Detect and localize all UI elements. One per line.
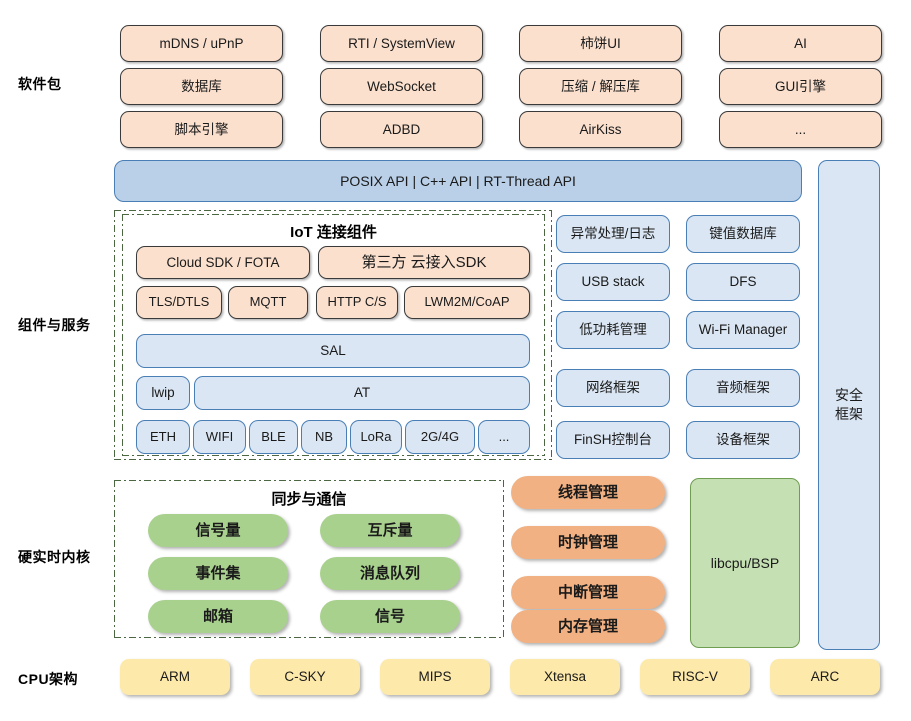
link-chip[interactable]: ETH <box>136 420 190 454</box>
package-chip[interactable]: 脚本引擎 <box>120 111 283 148</box>
link-chip[interactable]: ... <box>478 420 530 454</box>
iot-group-title: IoT 连接组件 <box>290 224 377 241</box>
cpu-arch-chip[interactable]: MIPS <box>380 659 490 695</box>
at-chip[interactable]: AT <box>194 376 530 410</box>
sync-chip[interactable]: 互斥量 <box>320 514 460 547</box>
iot-sdk-chip[interactable]: 第三方 云接入SDK <box>318 246 530 279</box>
security-framework-label-line2: 框架 <box>835 406 863 422</box>
kernel-manager-chip[interactable]: 内存管理 <box>511 610 665 643</box>
package-chip[interactable]: mDNS / uPnP <box>120 25 283 62</box>
iot-protocol-chip[interactable]: HTTP C/S <box>316 286 398 319</box>
libcpu-bsp-box[interactable]: libcpu/BSP <box>690 478 800 648</box>
iot-sdk-chip[interactable]: Cloud SDK / FOTA <box>136 246 310 279</box>
component-chip[interactable]: USB stack <box>556 263 670 301</box>
package-chip[interactable]: ... <box>719 111 882 148</box>
sync-chip[interactable]: 邮箱 <box>148 600 288 633</box>
component-chip[interactable]: 异常处理/日志 <box>556 215 670 253</box>
sync-chip[interactable]: 信号量 <box>148 514 288 547</box>
kernel-manager-chip[interactable]: 中断管理 <box>511 576 665 609</box>
component-chip[interactable]: 网络框架 <box>556 369 670 407</box>
package-chip[interactable]: 柿饼UI <box>519 25 682 62</box>
cpu-arch-chip[interactable]: RISC-V <box>640 659 750 695</box>
iot-protocol-chip[interactable]: TLS/DTLS <box>136 286 222 319</box>
kernel-manager-chip[interactable]: 时钟管理 <box>511 526 665 559</box>
link-chip[interactable]: BLE <box>249 420 298 454</box>
row-label-cpu-architecture: CPU架构 <box>18 671 79 687</box>
component-chip[interactable]: 音频框架 <box>686 369 800 407</box>
api-bar: POSIX API | C++ API | RT-Thread API <box>114 160 802 202</box>
cpu-arch-chip[interactable]: ARC <box>770 659 880 695</box>
component-chip[interactable]: FinSH控制台 <box>556 421 670 459</box>
cpu-arch-chip[interactable]: C-SKY <box>250 659 360 695</box>
link-chip[interactable]: WIFI <box>193 420 246 454</box>
package-chip[interactable]: AirKiss <box>519 111 682 148</box>
sync-group-title: 同步与通信 <box>271 491 347 508</box>
sync-chip[interactable]: 消息队列 <box>320 557 460 590</box>
sync-chip[interactable]: 事件集 <box>148 557 288 590</box>
security-framework-label-line1: 安全 <box>835 387 863 404</box>
component-chip[interactable]: 设备框架 <box>686 421 800 459</box>
package-chip[interactable]: AI <box>719 25 882 62</box>
row-label-components-services: 组件与服务 <box>18 317 91 333</box>
iot-protocol-chip[interactable]: LWM2M/CoAP <box>404 286 530 319</box>
sal-chip[interactable]: SAL <box>136 334 530 368</box>
row-label-software-packages: 软件包 <box>18 76 62 92</box>
package-chip[interactable]: RTI / SystemView <box>320 25 483 62</box>
package-chip[interactable]: 压缩 / 解压库 <box>519 68 682 105</box>
cpu-arch-chip[interactable]: ARM <box>120 659 230 695</box>
lwip-chip[interactable]: lwip <box>136 376 190 410</box>
component-chip[interactable]: 键值数据库 <box>686 215 800 253</box>
package-chip[interactable]: GUI引擎 <box>719 68 882 105</box>
link-chip[interactable]: 2G/4G <box>405 420 475 454</box>
package-chip[interactable]: WebSocket <box>320 68 483 105</box>
kernel-manager-chip[interactable]: 线程管理 <box>511 476 665 509</box>
package-chip[interactable]: ADBD <box>320 111 483 148</box>
component-chip[interactable]: DFS <box>686 263 800 301</box>
row-label-hard-realtime-kernel: 硬实时内核 <box>18 549 91 565</box>
security-framework-column[interactable]: 安全 框架 <box>818 160 880 650</box>
link-chip[interactable]: NB <box>301 420 347 454</box>
package-chip[interactable]: 数据库 <box>120 68 283 105</box>
sync-chip[interactable]: 信号 <box>320 600 460 633</box>
cpu-arch-chip[interactable]: Xtensa <box>510 659 620 695</box>
iot-protocol-chip[interactable]: MQTT <box>228 286 308 319</box>
link-chip[interactable]: LoRa <box>350 420 402 454</box>
component-chip[interactable]: Wi-Fi Manager <box>686 311 800 349</box>
component-chip[interactable]: 低功耗管理 <box>556 311 670 349</box>
